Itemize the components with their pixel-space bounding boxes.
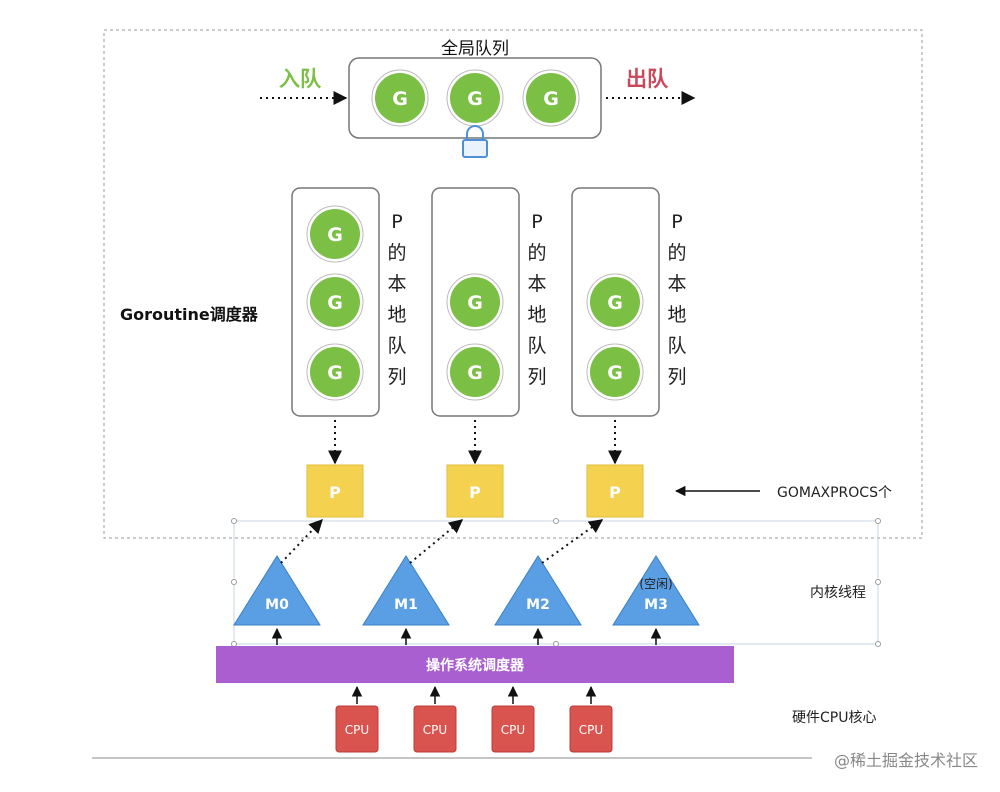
svg-text:队: 队 [527,335,546,357]
local-goroutine-2-0: G [586,273,644,331]
cpu-label: CPU [345,723,369,737]
svg-text:地: 地 [387,304,406,326]
gomaxprocs-label: GOMAXPROCS个 [777,485,892,501]
thread-0: M0 [233,518,323,645]
processor-label: P [469,483,481,502]
local-goroutine-0-0: G [306,205,364,263]
svg-text:列: 列 [527,366,546,388]
global-goroutine-0: G [371,69,429,127]
thread-label: M3 [644,597,668,613]
kernel-thread-label: 内核线程 [810,585,866,601]
thread-label: M1 [394,597,418,613]
svg-text:的: 的 [667,242,686,264]
goroutine-label: G [327,224,343,246]
hardware-label: 硬件CPU核心 [792,710,876,726]
svg-text:地: 地 [527,304,546,326]
os-scheduler-label: 操作系统调度器 [426,657,525,674]
cpu-3: CPU [569,685,613,753]
thread-2: M2 [494,519,604,645]
thread-to-p-arrow [280,518,323,564]
thread-1: M1 [362,519,464,645]
cpu-box [491,705,535,753]
local-goroutine-2-1: G [586,343,644,401]
thread-to-p-arrow [541,519,604,564]
cpu-2: CPU [491,685,535,753]
svg-text:列: 列 [387,366,406,388]
cpu-1: CPU [413,685,457,753]
goroutine-label: G [543,88,559,110]
svg-text:本: 本 [527,273,546,295]
svg-text:的: 的 [527,242,546,264]
global-goroutine-1: G [446,69,504,127]
svg-text:的: 的 [387,242,406,264]
svg-text:P: P [531,211,542,233]
thread-triangle [612,555,700,626]
cpu-label: CPU [423,723,447,737]
goroutine-label: G [467,292,483,314]
goroutine-label: G [392,88,408,110]
cpu-0: CPU [335,685,379,753]
thread-triangle [233,555,321,626]
thread-label: M0 [265,597,289,613]
global-queue: 全局队列 入队 出队 G G G [260,39,696,158]
svg-text:列: 列 [667,366,686,388]
thread-triangle [362,555,450,626]
scheduler-boundary [103,29,923,539]
goroutine-label: G [327,292,343,314]
processor-label: P [329,483,341,502]
os-scheduler-bar [216,646,734,683]
cpu-box [413,705,457,753]
enqueue-label: 入队 [279,67,322,91]
kernel-thread-frame [233,520,879,645]
svg-text:地: 地 [667,304,686,326]
scheduler-label: Goroutine调度器 [120,305,259,324]
processor-box [446,464,504,518]
cpu-label: CPU [501,723,525,737]
processor-box [586,464,644,518]
thread-label: M2 [526,597,550,613]
lock-icon [462,125,488,158]
thread-note: (空闲) [639,577,672,591]
global-queue-title: 全局队列 [441,39,509,59]
watermark: @稀土掘金技术社区 [834,751,978,770]
local-goroutine-1-1: G [446,343,504,401]
processor-box [306,464,364,518]
goroutine-label: G [607,362,623,384]
svg-text:P: P [671,211,682,233]
svg-text:队: 队 [387,335,406,357]
goroutine-label: G [607,292,623,314]
local-goroutine-0-1: G [306,273,364,331]
processor-label: P [609,483,621,502]
svg-text:P: P [391,211,402,233]
cpu-box [569,705,613,753]
cpu-box [335,705,379,753]
dequeue-label: 出队 [626,67,669,91]
goroutine-label: G [327,362,343,384]
frame-handles [231,518,881,647]
svg-text:本: 本 [387,273,406,295]
goroutine-label: G [467,362,483,384]
thread-triangle [494,555,582,626]
thread-to-p-arrow [409,519,464,564]
local-goroutine-1-0: G [446,273,504,331]
cpu-label: CPU [579,723,603,737]
svg-text:本: 本 [667,273,686,295]
svg-text:队: 队 [667,335,686,357]
thread-3: M3 (空闲) [612,555,700,645]
global-goroutine-2: G [522,69,580,127]
local-goroutine-0-2: G [306,343,364,401]
goroutine-label: G [467,88,483,110]
